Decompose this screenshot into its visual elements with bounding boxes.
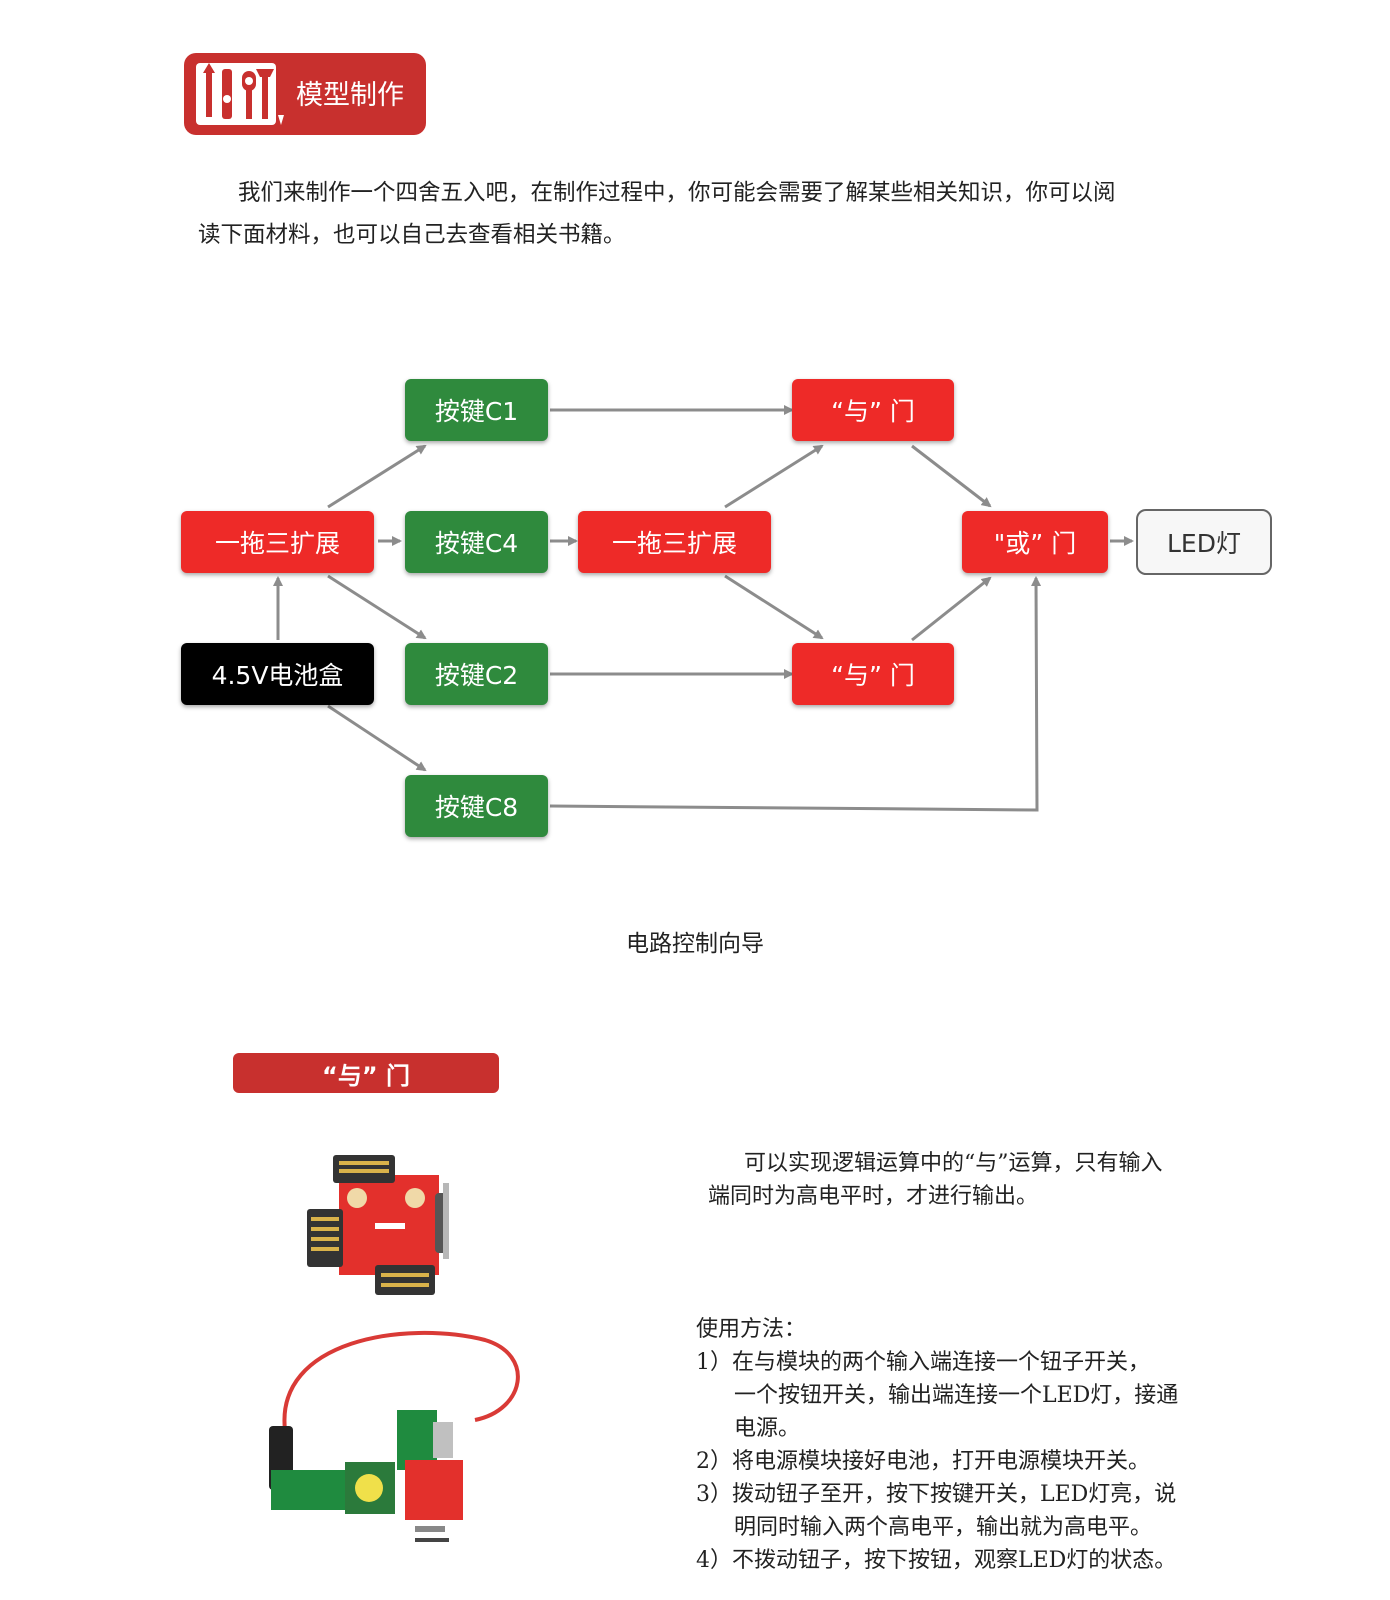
usage-step-4: 4）不拨动钮子，按下按钮，观察LED灯的状态。 [696,1548,1177,1573]
usage-step-3b: 明同时输入两个高电平，输出就为高电平。 [734,1515,1153,1540]
node-battery: 4.5V电池盒 [181,643,374,705]
intro-paragraph: 我们来制作一个四舍五入吧，在制作过程中，你可能会需要了解某些相关知识，你可以阅 … [198,172,1248,256]
intro-line-2: 读下面材料，也可以自己去查看相关书籍。 [198,222,626,248]
header-title: 模型制作 [296,80,404,111]
edge-s1-c1 [327,444,427,509]
edge-c8-or [549,576,1042,812]
section-badge: 模型制作 [184,53,426,135]
node-or-gate: "或” 门 [962,511,1108,573]
intro-line-1: 我们来制作一个四舍五入吧，在制作过程中，你可能会需要了解某些相关知识，你可以阅 [238,180,1116,206]
assembled-circuit-photo [269,1330,520,1542]
usage-step-3a: 3）拨动钮子至开，按下按键开关，LED灯亮，说 [696,1482,1177,1507]
node-splitter-2: 一拖三扩展 [578,511,771,573]
description-line-2: 端同时为高电平时，才进行输出。 [708,1184,1039,1209]
and-gate-description: 可以实现逻辑运算中的“与”运算，只有输入 端同时为高电平时，才进行输出。 [708,1147,1268,1213]
usage-step-1b: 一个按钮开关，输出端连接一个LED灯，接通 [734,1383,1179,1408]
edge-and-bottom-or [911,576,992,642]
and-gate-module-photo [307,1155,449,1295]
node-splitter-1: 一拖三扩展 [181,511,374,573]
node-and-top: “与” 门 [792,379,954,441]
node-c2: 按键C2 [405,643,548,705]
description-line-1: 可以实现逻辑运算中的“与”运算，只有输入 [744,1151,1163,1176]
node-and-bottom: “与” 门 [792,643,954,705]
diagram-connectors [273,405,1134,812]
section-title-and-gate: “与” 门 [233,1053,499,1093]
usage-step-1a: 1）在与模块的两个输入端连接一个钮子开关， [696,1350,1150,1375]
edge-battery-c8 [327,704,427,772]
node-led: LED灯 [1136,509,1272,575]
edge-s2-and-top [724,444,824,509]
node-c1: 按键C1 [405,379,548,441]
usage-instructions: 使用方法： 1）在与模块的两个输入端连接一个钮子开关， 一个按钮开关，输出端连接… [696,1313,1276,1577]
node-c4: 按键C4 [405,511,548,573]
tools-icon [196,63,284,125]
usage-step-2: 2）将电源模块接好电池，打开电源模块开关。 [696,1449,1150,1474]
edge-s2-and-bottom [724,574,824,640]
edge-s1-c2 [327,574,427,640]
node-c8: 按键C8 [405,775,548,837]
edge-and-top-or [911,444,992,508]
usage-title: 使用方法： [696,1317,807,1342]
diagram-caption: 电路控制向导 [626,931,764,957]
usage-step-1c: 电源。 [734,1416,801,1441]
